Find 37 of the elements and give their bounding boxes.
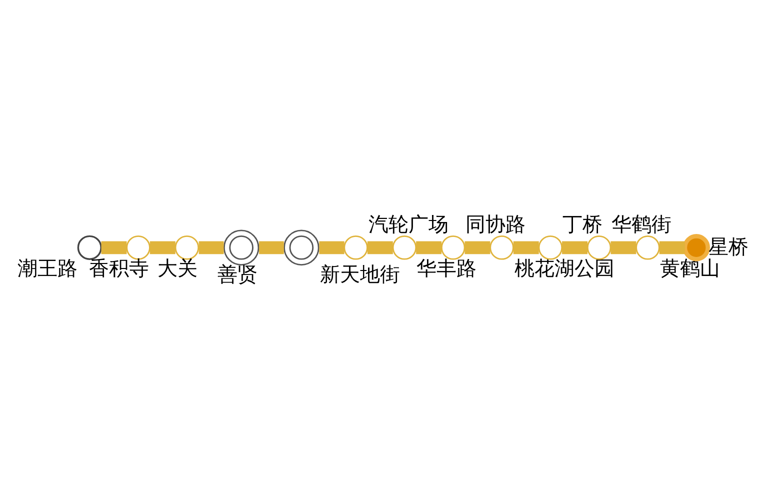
connector	[150, 240, 176, 254]
connector	[610, 240, 636, 254]
connector	[198, 240, 224, 254]
connector	[562, 240, 588, 254]
connector	[259, 240, 284, 254]
node-label: 新天地街	[320, 261, 400, 286]
node-label: 善贤	[218, 261, 258, 286]
node-label: 华丰路	[416, 256, 477, 280]
connector	[464, 240, 490, 254]
connector	[319, 240, 344, 254]
node-circle	[284, 229, 320, 266]
node-circle	[344, 234, 368, 260]
connector	[367, 240, 393, 254]
connector	[416, 240, 442, 254]
node-circle	[636, 234, 660, 260]
node-circle	[223, 229, 260, 266]
node-circle	[490, 234, 514, 260]
node-label: 香积寺	[88, 256, 149, 280]
node-label: 华鹤街	[611, 211, 672, 236]
node-circle	[77, 234, 102, 260]
connector	[101, 240, 127, 254]
node-circle	[586, 234, 612, 260]
node-label: 黄鹤山	[660, 256, 720, 280]
node-circle	[392, 234, 417, 260]
node-label: 汽轮广场	[368, 211, 449, 236]
node-circle	[538, 234, 563, 260]
node-circle	[174, 234, 200, 260]
node-label: 丁桥	[562, 211, 603, 236]
connector	[659, 240, 685, 254]
connector	[513, 240, 539, 254]
node-label: 同协路	[465, 211, 526, 236]
node-circle	[440, 234, 466, 260]
node-label: 桃花湖公园	[514, 256, 615, 280]
node-label: 大关	[158, 256, 198, 280]
node-label: 潮王路	[17, 256, 78, 280]
node-label: 星桥	[708, 234, 749, 258]
node-circle	[126, 234, 150, 260]
